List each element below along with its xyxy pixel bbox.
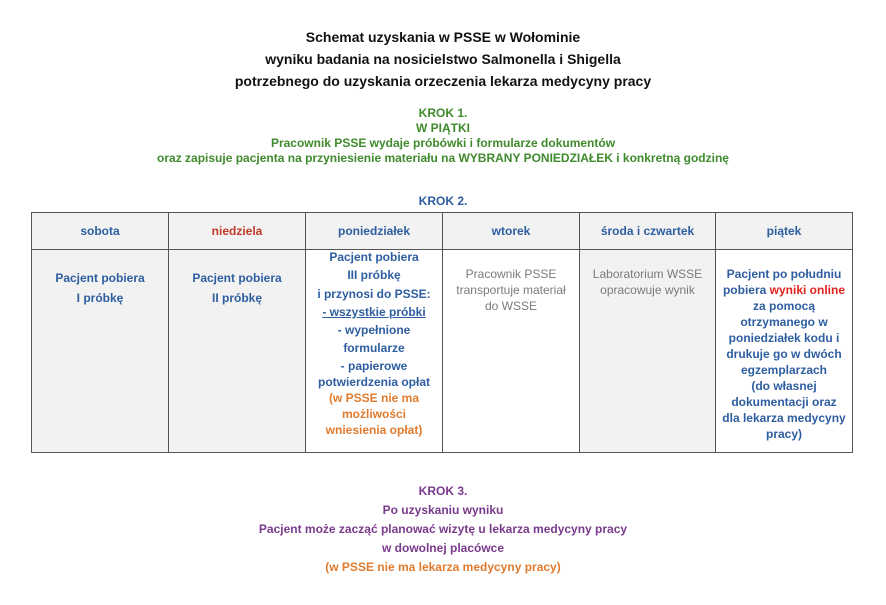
cell-text: Pacjent pobiera [55,271,145,285]
cell-text: II próbkę [211,291,262,305]
table-header-row: sobota niedziela poniedziałek wtorek śro… [31,212,853,250]
col-header-monday: poniedziałek [305,212,443,250]
cell-text-note: (w PSSE nie ma [328,391,420,405]
step-1-day: W PIĄTKI [416,121,470,135]
cell-text: - papierowe [340,359,408,373]
step-1-heading: KROK 1. [418,106,468,120]
step-3-note: (w PSSE nie ma lekarza medycyny pracy) [325,560,561,574]
cell-sunday: Pacjent pobiera II próbkę [168,249,306,453]
cell-text: Laboratorium WSSE [592,267,703,281]
cell-text-note: możliwości [341,407,406,421]
cell-text: (do własnej [751,379,817,393]
cell-text: transportuje materiał [456,283,566,297]
cell-text: formularze [343,341,405,355]
cell-friday: Pacjent po południu pobiera wyniki onlin… [715,249,853,453]
cell-text: za pomocą [752,299,815,313]
document-title: Schemat uzyskania w PSSE w Wołominie wyn… [0,26,886,92]
cell-text: Pracownik PSSE [465,267,557,281]
step-1-line-2: oraz zapisuje pacjenta na przyniesienie … [157,151,729,165]
cell-text: - wypełnione [337,323,411,337]
title-line-1: Schemat uzyskania w PSSE w Wołominie [305,29,581,45]
col-header-friday: piątek [715,212,853,250]
cell-text: Pacjent pobiera [192,271,282,285]
cell-text: - wszystkie próbki [322,305,426,319]
cell-text: dokumentacji oraz [731,395,837,409]
cell-text: i przynosi do PSSE: [317,287,431,301]
step-3-line-3: w dowolnej placówce [381,541,505,555]
title-line-2: wyniku badania na nosicielstwo Salmonell… [265,51,621,67]
cell-text: III próbkę [347,268,401,282]
col-header-saturday: sobota [31,212,169,250]
step-3-line-1: Po uzyskaniu wyniku [382,503,504,517]
cell-wed-thu: Laboratorium WSSE opracowuje wynik [579,249,716,453]
step-1-section: KROK 1. W PIĄTKI Pracownik PSSE wydaje p… [0,106,886,166]
step-3-heading: KROK 3. [418,484,468,498]
cell-text: otrzymanego w [740,315,828,329]
table-row: Pacjent pobiera I próbkę Pacjent pobiera… [31,249,853,453]
cell-text-note: wniesienia opłat) [325,423,423,437]
step-1-line-1: Pracownik PSSE wydaje próbówki i formula… [270,136,616,150]
cell-text-part: pobiera [722,283,770,297]
weekly-schedule-table: sobota niedziela poniedziałek wtorek śro… [31,212,853,453]
cell-text: pobiera wyniki online [720,282,848,298]
cell-monday: Pacjent pobiera III próbkę i przynosi do… [305,249,443,453]
cell-text: poniedziałek kodu i [728,331,840,345]
step-3-section: KROK 3. Po uzyskaniu wyniku Pacjent może… [0,482,886,577]
cell-text: Pacjent po południu [726,267,842,281]
cell-text: egzemplarzach [740,363,828,377]
cell-text: opracowuje wynik [600,283,695,297]
cell-tuesday: Pracownik PSSE transportuje materiał do … [442,249,580,453]
col-header-wed-thu: środa i czwartek [579,212,716,250]
cell-text: dla lekarza medycyny [722,411,846,425]
step-2-heading: KROK 2. [418,194,468,208]
cell-text: I próbkę [76,291,124,305]
step-3-line-2: Pacjent może zacząć planować wizytę u le… [258,522,628,536]
cell-text: pracy) [765,427,803,441]
cell-saturday: Pacjent pobiera I próbkę [31,249,169,453]
title-line-3: potrzebnego do uzyskania orzeczenia leka… [234,73,652,89]
cell-text: do WSSE [484,299,538,313]
col-header-tuesday: wtorek [442,212,580,250]
cell-text: drukuje go w dwóch [726,347,842,361]
cell-text: potwierdzenia opłat [317,375,430,389]
cell-text: Pacjent pobiera [329,250,419,264]
col-header-sunday: niedziela [168,212,306,250]
online-results-highlight: wyniki online [769,283,846,297]
